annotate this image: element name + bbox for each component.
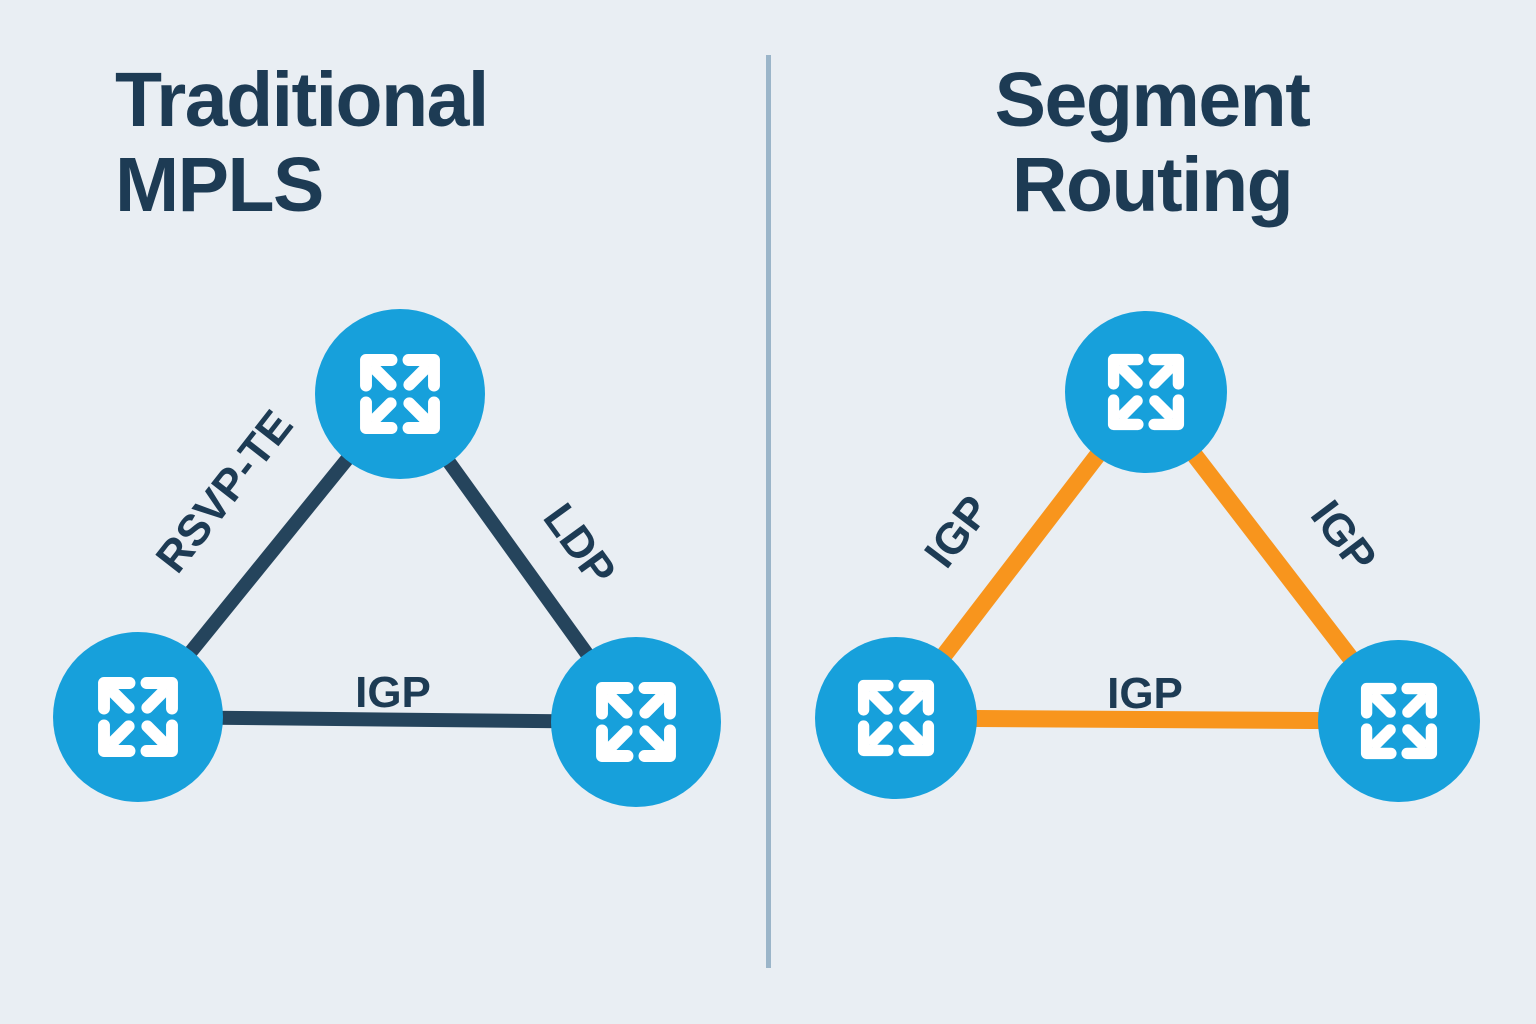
router-node-mpls-bottom-left (53, 632, 223, 802)
router-node-mpls-bottom-right (551, 637, 721, 807)
router-node-mpls-top (315, 309, 485, 479)
router-node-sr-bottom-right (1318, 640, 1480, 802)
link-igp-sr-bottom (895, 709, 1400, 730)
router-node-sr-bottom-left (815, 637, 977, 799)
router-node-sr-top (1065, 311, 1227, 473)
left-panel-title: Traditional MPLS (115, 57, 489, 229)
right-panel-title: Segment Routing (994, 57, 1311, 229)
label-igp-sr-bottom: IGP (1107, 669, 1183, 718)
label-igp-traditional: IGP (355, 668, 431, 717)
